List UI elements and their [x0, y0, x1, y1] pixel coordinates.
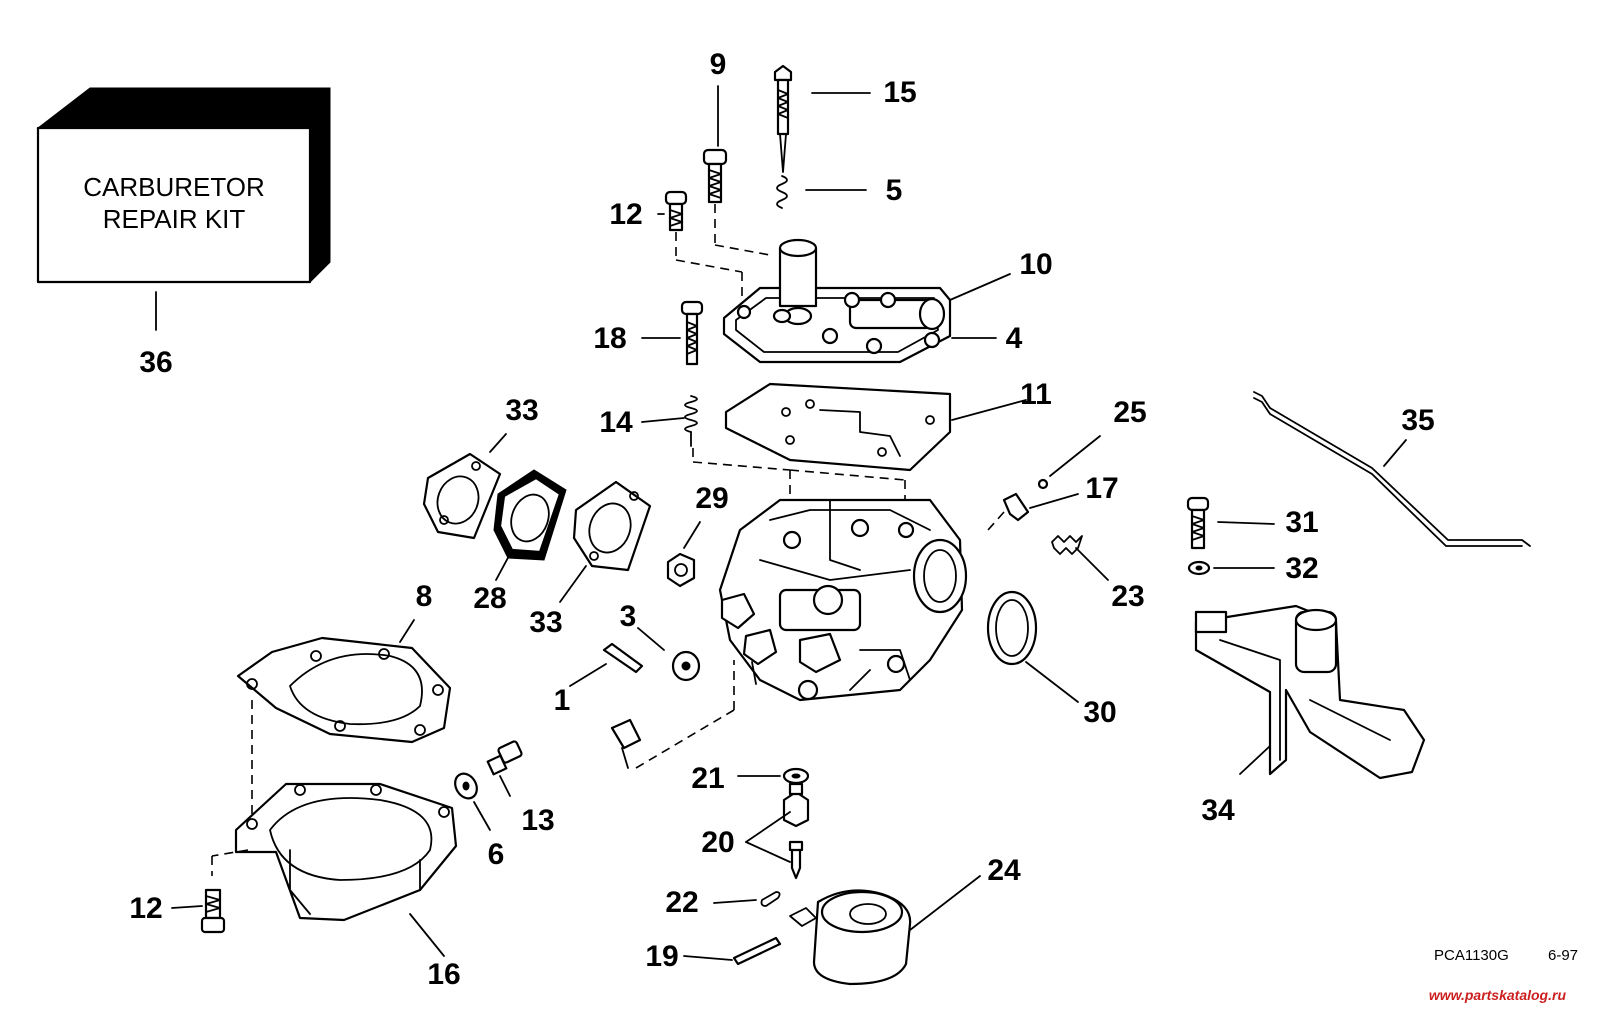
silencer-part-34	[1194, 604, 1426, 780]
callout-22: 22	[665, 886, 698, 919]
watermark: www.partskatalog.ru	[1429, 987, 1567, 1003]
callout-35: 35	[1401, 404, 1434, 437]
intake-gaskets-parts-33-28	[422, 452, 652, 572]
gasket-part-11	[724, 382, 952, 505]
screw-part-12-bottom	[200, 888, 226, 934]
repair-kit-box: CARBURETOR REPAIR KIT	[36, 87, 331, 331]
callout-4: 4	[1006, 322, 1023, 355]
cover-assembly-part-10	[722, 238, 952, 364]
carburetor-body	[718, 498, 968, 702]
callout-3: 3	[620, 600, 637, 633]
callout-23: 23	[1111, 580, 1144, 613]
washer-part-32	[1187, 560, 1211, 576]
pin-part-1	[602, 642, 644, 674]
callout-9: 9	[710, 48, 727, 81]
callout-11: 11	[1020, 378, 1052, 411]
needle-seat-part-20	[782, 782, 810, 880]
link-rod-part-35	[1253, 391, 1531, 547]
callout-16: 16	[427, 958, 460, 991]
o-ring-part-30	[986, 590, 1038, 666]
callout-29: 29	[695, 482, 728, 515]
callout-8: 8	[416, 580, 433, 613]
drain-plug-part-13	[486, 740, 523, 776]
kit-box-label-line1: CARBURETOR	[83, 172, 265, 202]
washer-part-6	[454, 772, 478, 800]
nut-part-29	[666, 552, 696, 588]
spring-part-23	[1051, 535, 1083, 555]
callout-19: 19	[645, 940, 678, 973]
jet-fitting	[610, 660, 735, 769]
kit-box-label-line2: REPAIR KIT	[103, 204, 246, 234]
float-bowl-part-16	[211, 782, 458, 922]
callout-20: 20	[701, 826, 734, 859]
callout-14: 14	[599, 406, 633, 439]
callout-12-top: 12	[609, 198, 642, 231]
callout-10: 10	[1019, 248, 1052, 281]
callout-numbers: 36 9 15 5 12 10 4 18 14 11 25 35 33 17 2…	[129, 48, 1434, 991]
callout-15: 15	[883, 76, 916, 109]
callout-1: 1	[554, 684, 571, 717]
callout-17: 17	[1085, 472, 1118, 505]
callout-34: 34	[1201, 794, 1235, 827]
callout-21: 21	[691, 762, 724, 795]
callout-25: 25	[1113, 396, 1146, 429]
bracket-part-17	[987, 492, 1030, 531]
clip-part-22	[760, 891, 781, 907]
screw-part-9	[702, 148, 771, 256]
float-bowl-gasket-part-8	[236, 636, 452, 820]
callout-30: 30	[1083, 696, 1116, 729]
spring-part-14	[684, 395, 791, 520]
callout-5: 5	[886, 174, 903, 207]
callout-33-left: 33	[505, 394, 538, 427]
float-pin-part-19	[732, 936, 782, 966]
callout-12-bottom: 12	[129, 892, 162, 925]
screw-part-12-top	[664, 190, 743, 300]
callout-32: 32	[1285, 552, 1318, 585]
drawing-date: 6-97	[1548, 947, 1578, 964]
callout-33-right: 33	[529, 606, 562, 639]
screw-part-31	[1186, 496, 1210, 550]
callout-6: 6	[488, 838, 505, 871]
float-part-24	[789, 889, 912, 986]
callout-28: 28	[473, 582, 506, 615]
leader-lines	[171, 85, 1407, 961]
callout-31: 31	[1285, 506, 1318, 539]
plug-part-25	[1037, 478, 1049, 490]
screw-part-18	[680, 300, 704, 366]
callout-18: 18	[593, 322, 626, 355]
washer-part-3	[671, 650, 701, 682]
washer-part-21	[782, 767, 810, 785]
spring-part-5	[776, 175, 788, 209]
callout-24: 24	[987, 854, 1021, 887]
drawing-code: PCA1130G	[1434, 947, 1509, 964]
needle-screw-part-15	[773, 64, 793, 173]
callout-36: 36	[139, 346, 172, 379]
callout-13: 13	[521, 804, 554, 837]
